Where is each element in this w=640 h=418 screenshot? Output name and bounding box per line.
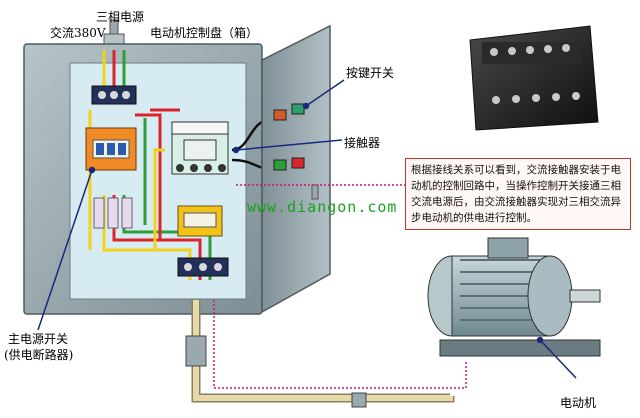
contactor-photo-icon [456,14,604,136]
terminal-block-top [91,85,137,105]
thermal-relay [177,205,223,237]
ac-380v-label: 交流380V [50,26,106,40]
contactor-label: 接触器 [344,136,381,150]
three-phase-source-label: 三相电源 [96,10,145,24]
terminal-block-bottom [177,257,229,277]
breaker-icon [85,127,137,171]
main-switch-label-line1: 主电源开关 [8,332,69,346]
signal-path-dotted [213,184,467,389]
cabinet-door [261,24,331,314]
label-leaders [37,79,577,379]
control-panel-label: 电动机控制盘（箱） [150,26,259,40]
fuse-group [93,197,133,229]
motor-label: 电动机 [560,396,597,410]
motor-icon [427,237,601,357]
explanation-callout: 根据接线关系可以看到，交流接触器安装于电动机的控制回路中，当操作控制开关接通三相… [405,158,631,230]
push-button-icon [273,103,305,171]
push-button-switch-label: 按键开关 [346,66,395,80]
watermark-text: www.diangon.com [247,198,398,216]
main-switch-label-line2: (供电断路器) [4,348,74,362]
conduit-to-motor [185,300,455,408]
contactor-device [171,121,229,175]
